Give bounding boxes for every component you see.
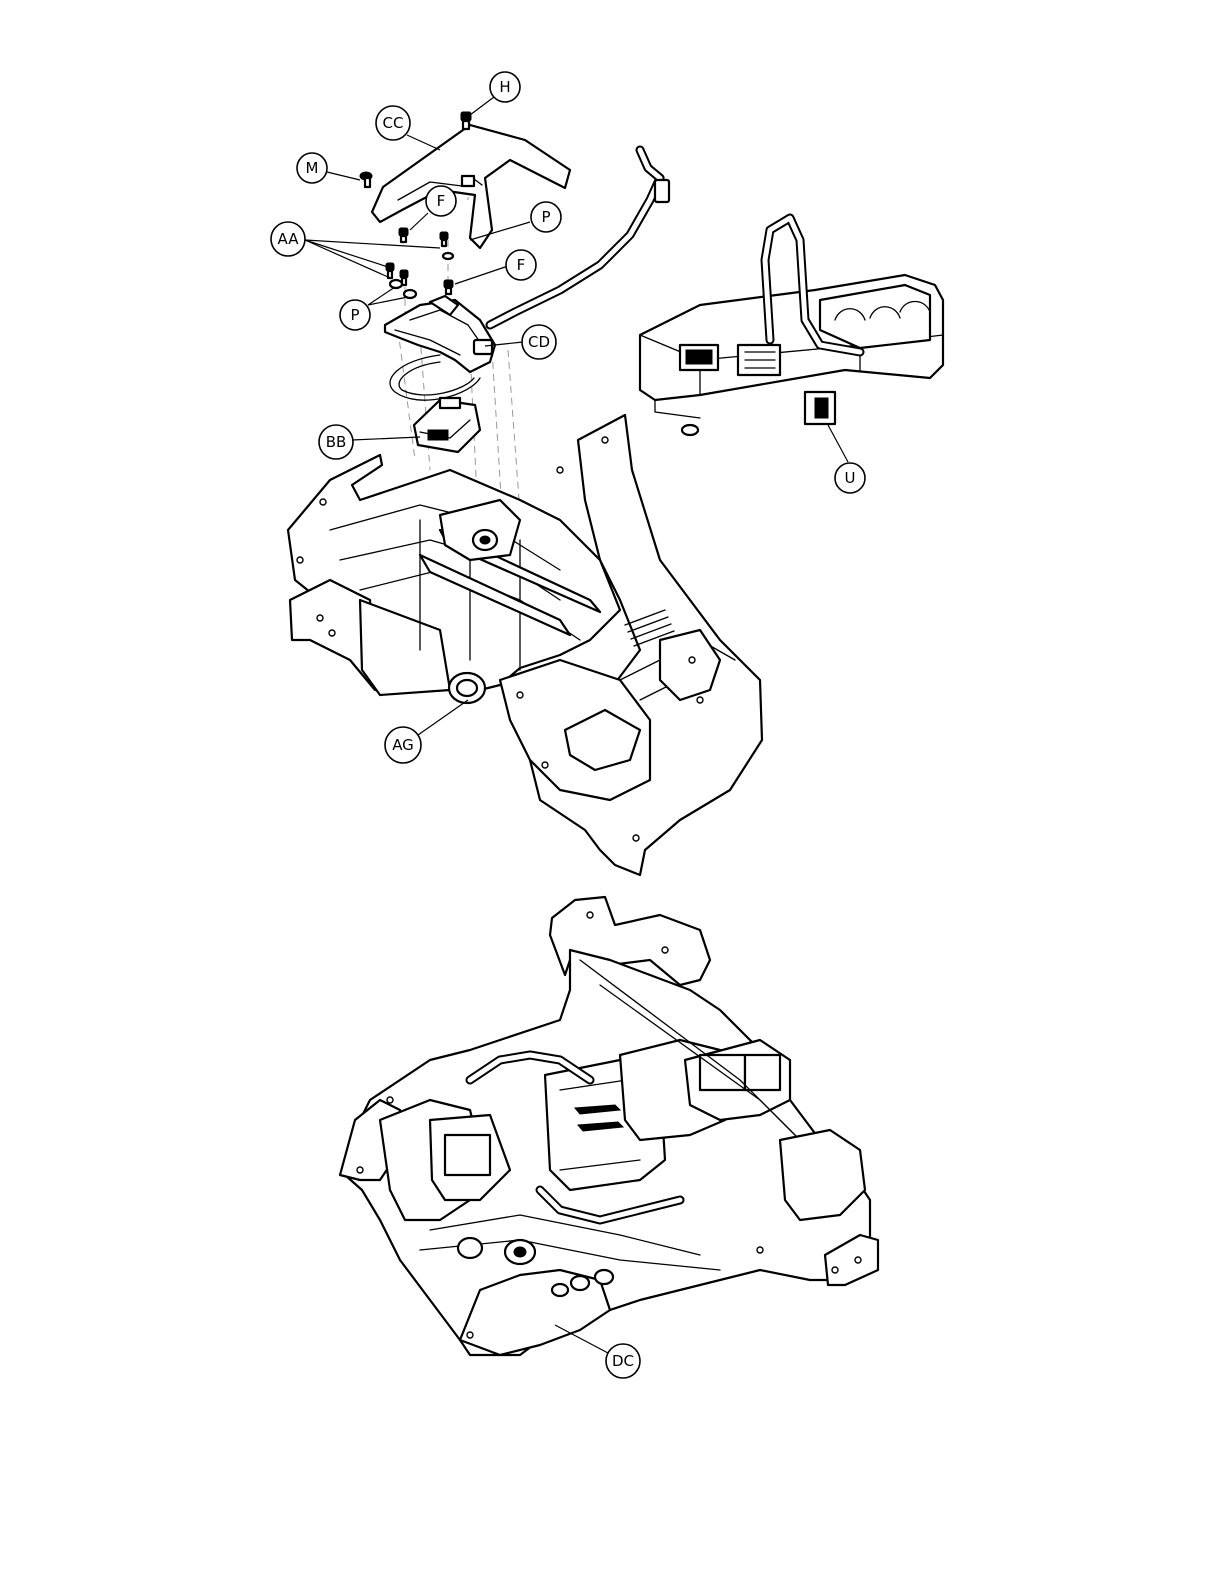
callout-m: M [297,153,327,183]
upper-chassis-ag [288,415,762,875]
callout-label-h: H [499,78,510,96]
callout-aa: AA [271,222,305,256]
callout-label-m: M [306,159,319,177]
callout-u: U [835,463,865,493]
cable-harness [490,150,669,325]
callout-cd: CD [522,325,556,359]
callout-ag: AG [385,727,421,763]
callout-label-p-upper: P [541,208,550,226]
callout-f-lower: F [506,250,536,280]
lower-chassis-dc [340,897,878,1355]
callout-dc: DC [606,1344,640,1378]
callout-f-upper: F [426,186,456,216]
callout-label-ag: AG [392,736,414,754]
callout-h: H [490,72,520,102]
callout-bb: BB [319,425,353,459]
callout-label-p-lower: P [350,306,359,324]
callout-cc: CC [376,106,410,140]
connector-block-bb [414,398,480,452]
callout-label-cc: CC [383,114,404,132]
callout-label-aa: AA [278,230,300,248]
callout-label-cd: CD [528,333,550,351]
electronics-box-u [640,218,943,435]
motor-assembly-cd [385,296,495,400]
callout-label-f-lower: F [517,256,526,274]
callout-p-upper: P [531,202,561,232]
callout-label-u: U [845,469,856,487]
callout-label-bb: BB [326,433,347,451]
callout-label-f-upper: F [437,192,446,210]
callout-p-lower: P [340,300,370,330]
callout-label-dc: DC [612,1352,634,1370]
